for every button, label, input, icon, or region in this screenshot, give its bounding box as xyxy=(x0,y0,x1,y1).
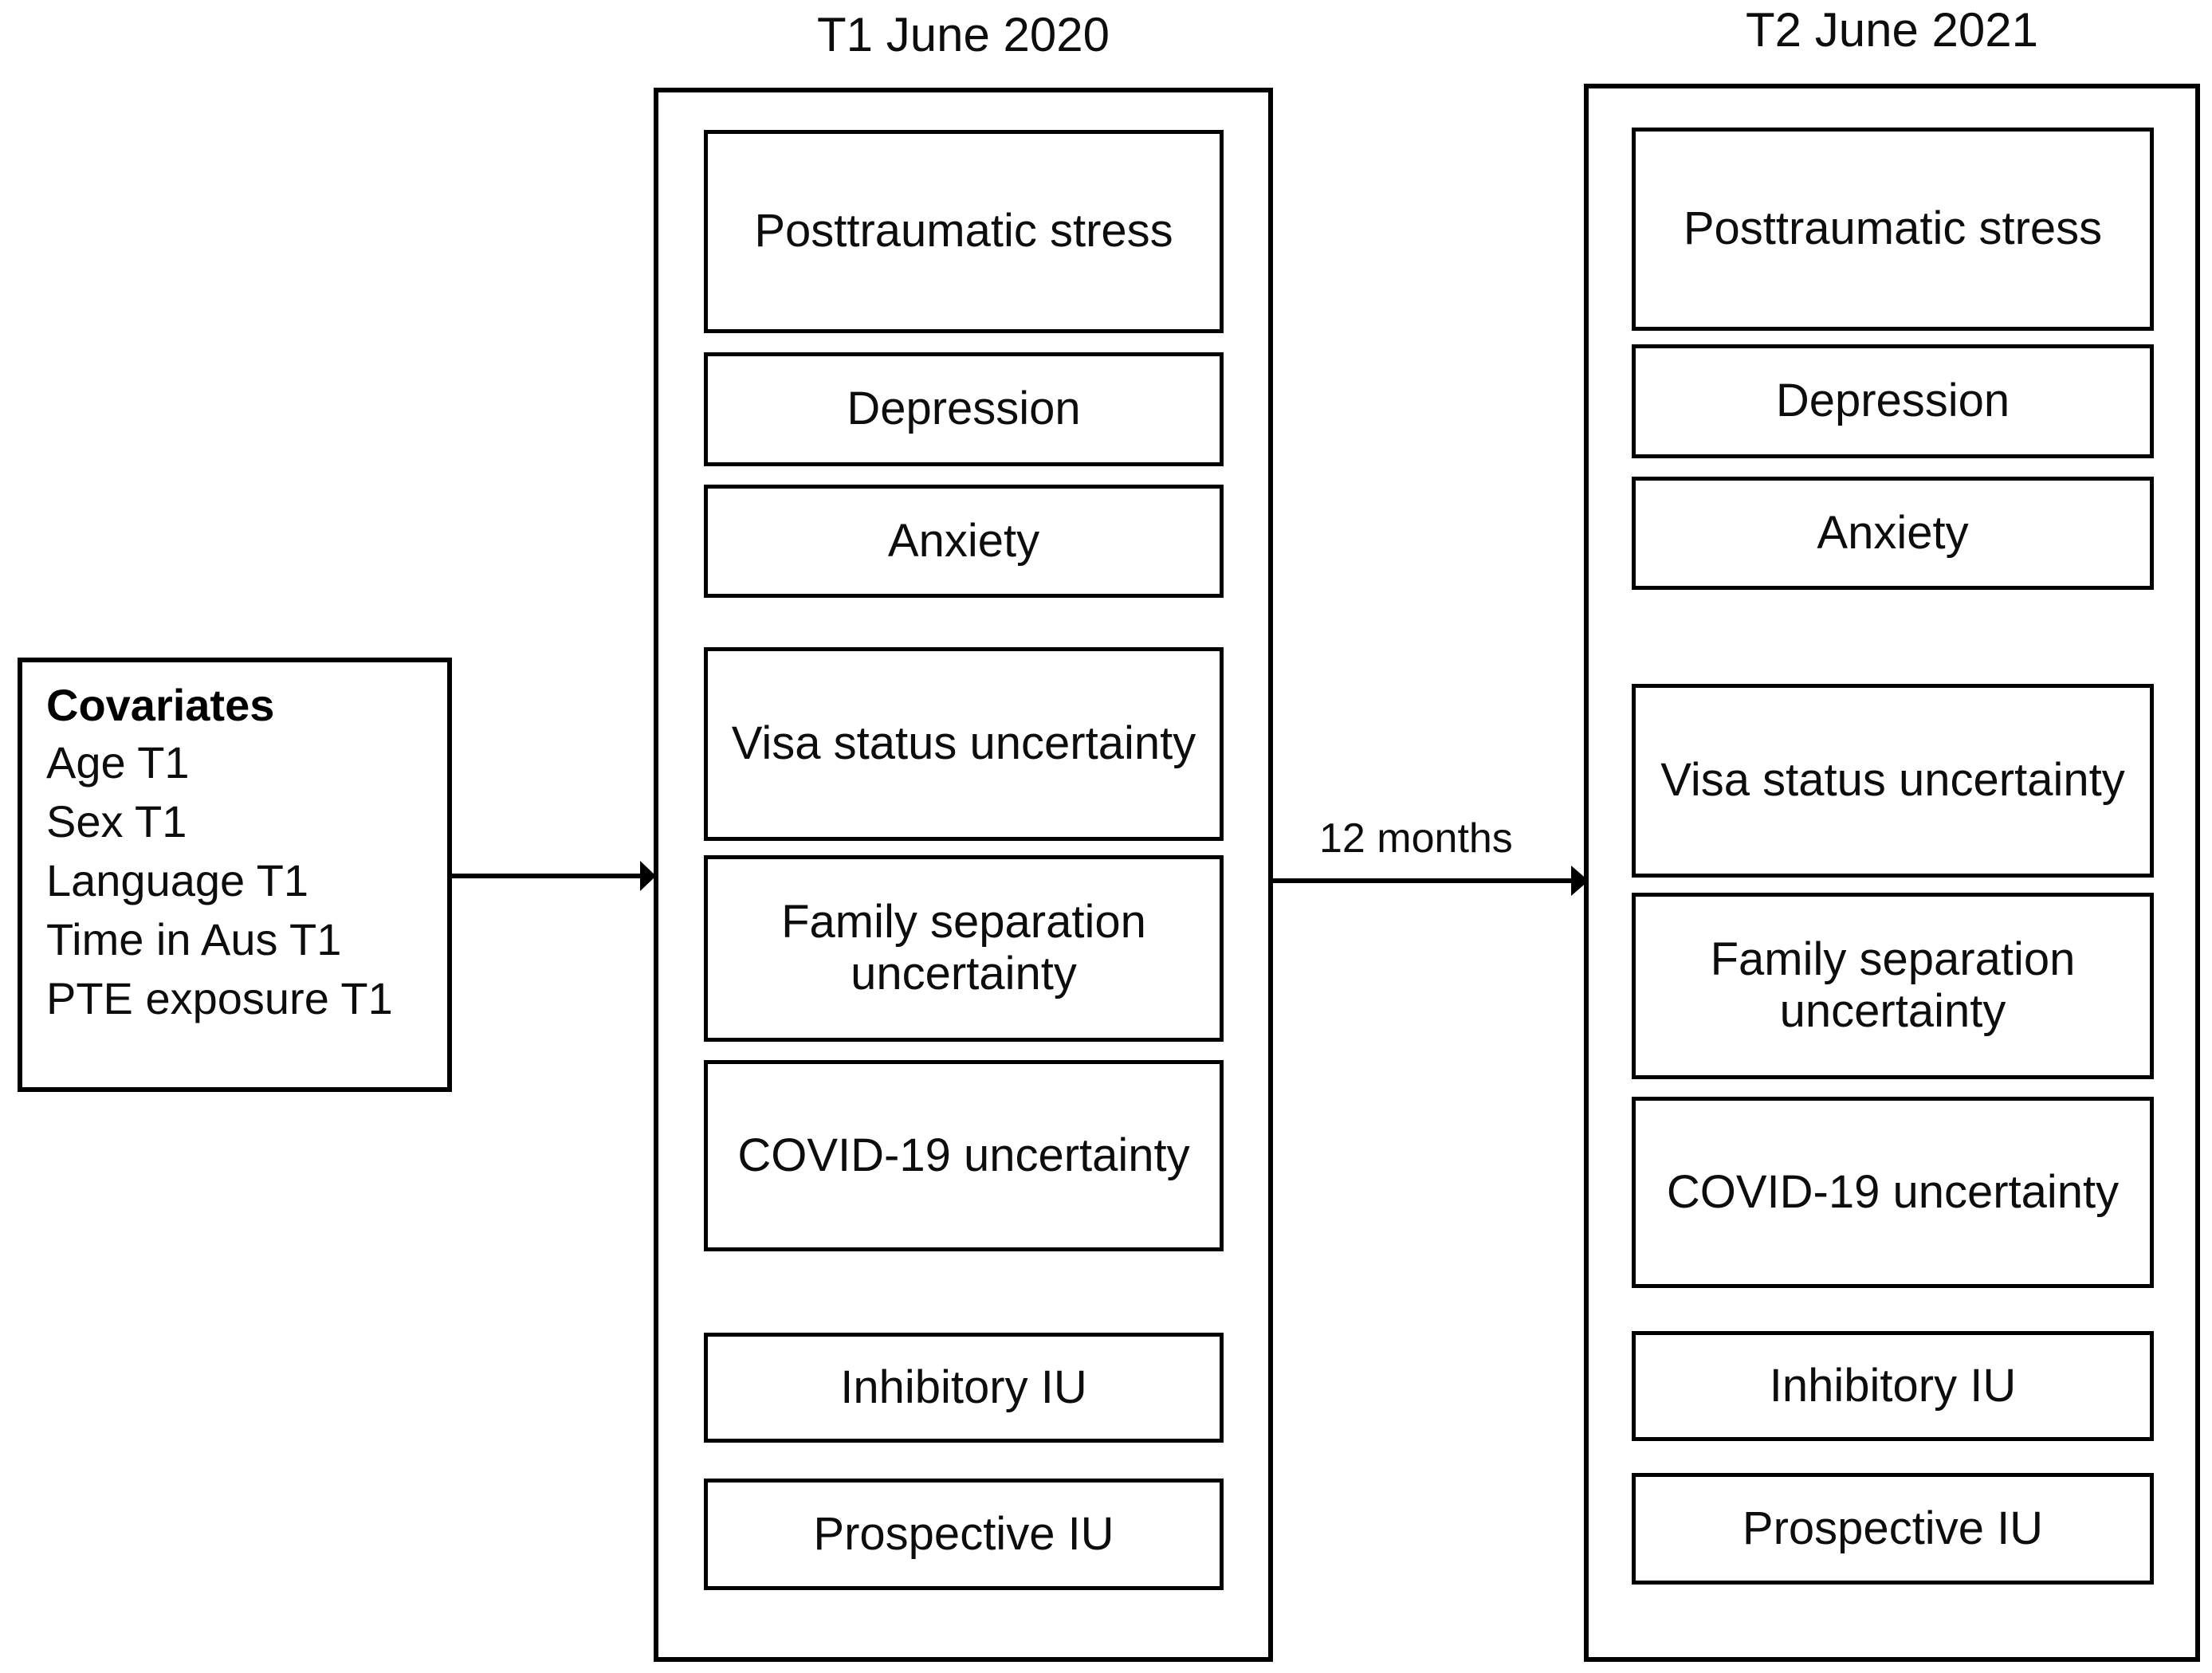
covariate-item-age: Age T1 xyxy=(46,737,190,787)
t2-box-inhibitory-iu: Inhibitory IU xyxy=(1632,1331,2154,1441)
t2-box-label: Posttraumatic stress xyxy=(1683,202,2103,255)
t2-box-label: Prospective IU xyxy=(1742,1502,2044,1554)
interval-label-12-months: 12 months xyxy=(1319,815,1513,862)
t2-box-label: COVID-19 uncertainty xyxy=(1666,1165,2120,1218)
t1-box-label: Inhibitory IU xyxy=(840,1361,1087,1413)
t1-box-visa-status-uncertainty: Visa status uncertainty xyxy=(704,647,1224,841)
t2-box-visa-status-uncertainty: Visa status uncertainty xyxy=(1632,684,2154,878)
arrow-t1-to-t2 xyxy=(1273,866,1589,896)
t2-box-covid19-uncertainty: COVID-19 uncertainty xyxy=(1632,1097,2154,1288)
t1-box-label: Visa status uncertainty xyxy=(731,717,1196,770)
t2-box-label: Inhibitory IU xyxy=(1769,1359,2017,1412)
t2-box-posttraumatic-stress: Posttraumatic stress xyxy=(1632,128,2154,331)
arrow-covariates-to-t1 xyxy=(452,861,656,891)
t1-box-label: Depression xyxy=(847,383,1081,435)
t2-box-label: Visa status uncertainty xyxy=(1660,754,2125,807)
t1-box-label: COVID-19 uncertainty xyxy=(737,1129,1190,1181)
t1-column-header: T1 June 2020 xyxy=(817,8,1110,61)
t1-box-posttraumatic-stress: Posttraumatic stress xyxy=(704,130,1224,333)
t2-box-depression: Depression xyxy=(1632,344,2154,458)
covariates-box: Covariates Age T1 Sex T1 Language T1 Tim… xyxy=(18,658,452,1092)
t2-box-label: Depression xyxy=(1775,375,2010,427)
t1-box-label: Anxiety xyxy=(887,514,1040,567)
t2-box-label: Anxiety xyxy=(1817,506,1969,559)
t2-box-label: Family separation uncertainty xyxy=(1710,933,2076,1037)
t1-box-label: Prospective IU xyxy=(813,1507,1114,1560)
covariates-heading: Covariates xyxy=(46,680,275,730)
covariate-item-language: Language T1 xyxy=(46,855,309,905)
t1-box-anxiety: Anxiety xyxy=(704,485,1224,598)
covariate-item-sex: Sex T1 xyxy=(46,796,187,846)
t1-box-family-separation-uncertainty: Family separation uncertainty xyxy=(704,855,1224,1042)
covariate-item-pte-exposure: PTE exposure T1 xyxy=(46,973,393,1023)
t2-box-family-separation-uncertainty: Family separation uncertainty xyxy=(1632,893,2154,1079)
t2-box-anxiety: Anxiety xyxy=(1632,477,2154,590)
t1-box-depression: Depression xyxy=(704,352,1224,466)
t1-box-covid19-uncertainty: COVID-19 uncertainty xyxy=(704,1060,1224,1251)
t1-box-inhibitory-iu: Inhibitory IU xyxy=(704,1333,1224,1443)
t1-box-prospective-iu: Prospective IU xyxy=(704,1479,1224,1590)
t1-box-label: Posttraumatic stress xyxy=(754,205,1173,257)
t1-box-label: Family separation uncertainty xyxy=(781,896,1146,999)
covariate-item-time-in-aus: Time in Aus T1 xyxy=(46,914,342,964)
t2-box-prospective-iu: Prospective IU xyxy=(1632,1473,2154,1585)
t2-column-header: T2 June 2021 xyxy=(1746,3,2038,57)
